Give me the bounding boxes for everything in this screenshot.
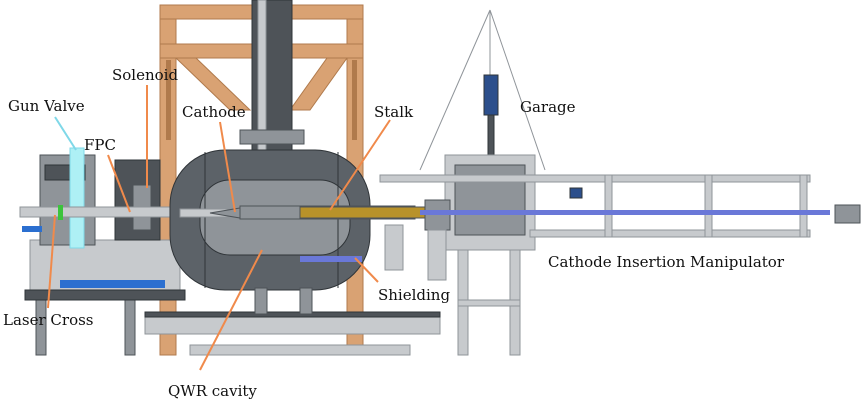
- cavity-foot-1: [254, 287, 268, 315]
- manipulator-drive-rod: [420, 210, 830, 215]
- lower-crossbar: [189, 344, 411, 356]
- beam-pipe-left: [19, 206, 191, 218]
- manipulator-bottom-rail: [529, 229, 811, 238]
- label-stalk: Stalk: [374, 103, 414, 121]
- stem-flange: [239, 129, 305, 145]
- manipulator-end-cap: [834, 204, 861, 224]
- left-leg-2: [124, 299, 136, 356]
- left-table-rail: [60, 280, 165, 288]
- leader-stalk: [329, 119, 391, 211]
- label-gun-valve: Gun Valve: [8, 97, 85, 115]
- gun-valve: [69, 147, 85, 249]
- label-shielding: Shielding: [378, 286, 450, 304]
- leader-lines: [47, 85, 391, 371]
- vertical-stem: [235, 0, 309, 161]
- leader-fpc: [107, 154, 131, 213]
- garage-cable-left: [419, 9, 491, 171]
- manipulator-frame-post-2: [704, 174, 713, 238]
- frame-right-brace: [289, 57, 348, 111]
- label-qwr-cavity: QWR cavity: [168, 382, 257, 400]
- left-beamline: [19, 147, 191, 356]
- frame-left-brace: [174, 57, 252, 111]
- garage-rod: [487, 114, 495, 161]
- leader-shielding: [354, 257, 379, 283]
- manipulator-top-rail: [379, 174, 811, 183]
- manipulator-pump-2: [427, 229, 447, 281]
- stalk-assembly: [179, 205, 426, 220]
- label-fpc: FPC: [84, 136, 116, 154]
- label-solenoid: Solenoid: [112, 66, 178, 84]
- manipulator-leg-brace: [457, 299, 521, 307]
- green-marker: [58, 205, 63, 220]
- leader-cathode: [219, 121, 236, 213]
- labels: Solenoid Gun Valve FPC Cathode Stalk Gar…: [3, 66, 785, 400]
- manipulator-group: [379, 9, 861, 356]
- blue-marker: [22, 226, 42, 232]
- manipulator-pump-1: [384, 224, 404, 271]
- leader-laser-cross: [47, 214, 56, 309]
- frame-left-slot: [166, 60, 171, 140]
- garage-canister: [483, 74, 499, 116]
- leader-qwr-cavity: [199, 249, 263, 371]
- shielding-liner: [300, 256, 362, 262]
- label-laser-cross: Laser Cross: [3, 311, 94, 329]
- manipulator-blue-collar: [569, 187, 583, 199]
- label-cathode-insertion-manipulator: Cathode Insertion Manipulator: [548, 253, 785, 271]
- leader-gun-valve: [54, 116, 77, 151]
- manipulator-frame-post-1: [604, 174, 613, 238]
- garage-cable-right: [489, 9, 546, 171]
- cavity-foot-2: [299, 287, 313, 315]
- label-cathode: Cathode: [182, 103, 246, 121]
- stalk-gold: [299, 206, 426, 219]
- cavity-stand-top: [144, 311, 441, 318]
- frame-right-slot: [352, 60, 357, 140]
- left-base: [24, 289, 186, 301]
- label-garage: Garage: [520, 98, 576, 116]
- manipulator-frame-post-3: [799, 174, 808, 238]
